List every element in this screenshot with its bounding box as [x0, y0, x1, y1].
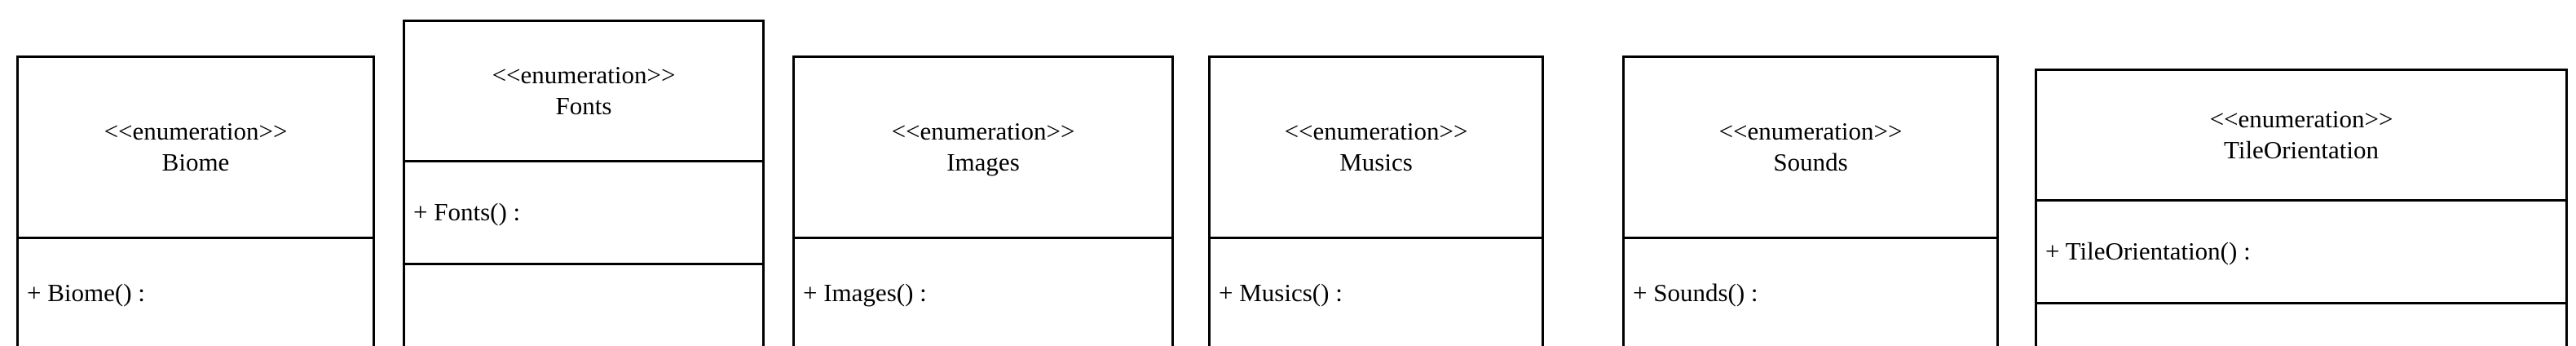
class-constructors-fonts: + Fonts() : — [405, 162, 762, 265]
constructor-line: + Biome() : — [27, 278, 145, 308]
class-header-tileorientation: <<enumeration>>TileOrientation — [2037, 71, 2565, 202]
class-stereotype: <<enumeration>> — [1284, 117, 1468, 146]
class-name: Sounds — [1773, 147, 1848, 176]
class-constructors-sounds: + Sounds() : — [1625, 239, 1996, 346]
constructor-line: + Images() : — [803, 278, 927, 308]
class-name: Images — [946, 147, 1020, 176]
class-stereotype: <<enumeration>> — [891, 117, 1075, 146]
class-stereotype: <<enumeration>> — [104, 117, 288, 146]
uml-class-fonts[interactable]: <<enumeration>>Fonts + Fonts() : + getFont… — [403, 20, 765, 346]
class-header-fonts: <<enumeration>>Fonts — [405, 22, 762, 162]
class-name: Biome — [161, 147, 230, 176]
class-stereotype: <<enumeration>> — [492, 60, 676, 90]
uml-class-biome[interactable]: <<enumeration>>Biome+ Biome() :+ values(… — [16, 55, 375, 346]
class-header-musics: <<enumeration>>Musics — [1211, 58, 1542, 239]
uml-class-musics[interactable]: <<enumeration>>Musics+ Musics() :+ value… — [1208, 55, 1544, 346]
class-header-images: <<enumeration>>Images — [795, 58, 1171, 239]
class-name: Musics — [1339, 147, 1413, 176]
class-methods-fonts: + getFont(float) : Font+ valueOf(String)… — [405, 265, 762, 346]
uml-class-images[interactable]: <<enumeration>>Images+ Images() :+ value… — [792, 55, 1174, 346]
constructor-line: + Musics() : — [1219, 278, 1343, 308]
uml-class-sounds[interactable]: <<enumeration>>Sounds+ Sounds() :+ value… — [1622, 55, 1999, 346]
class-constructors-tileorientation: + TileOrientation() : — [2037, 202, 2565, 304]
class-header-biome: <<enumeration>>Biome — [19, 58, 373, 239]
class-methods-tileorientation: + oppositeOrientation() : TileOrientatio… — [2037, 304, 2565, 346]
constructor-line: + Sounds() : — [1633, 278, 1758, 308]
class-stereotype: <<enumeration>> — [1718, 117, 1903, 146]
class-stereotype: <<enumeration>> — [2209, 104, 2393, 134]
uml-class-tileorientation[interactable]: <<enumeration>>TileOrientation + TileOrie… — [2035, 69, 2568, 346]
class-constructors-biome: + Biome() : — [19, 239, 373, 346]
class-name: TileOrientation — [2223, 135, 2379, 164]
class-name: Fonts — [555, 91, 612, 120]
constructor-line: + TileOrientation() : — [2045, 237, 2251, 266]
class-header-sounds: <<enumeration>>Sounds — [1625, 58, 1996, 239]
constructor-line: + Fonts() : — [413, 197, 521, 227]
class-constructors-musics: + Musics() : — [1211, 239, 1542, 346]
class-constructors-images: + Images() : — [795, 239, 1171, 346]
